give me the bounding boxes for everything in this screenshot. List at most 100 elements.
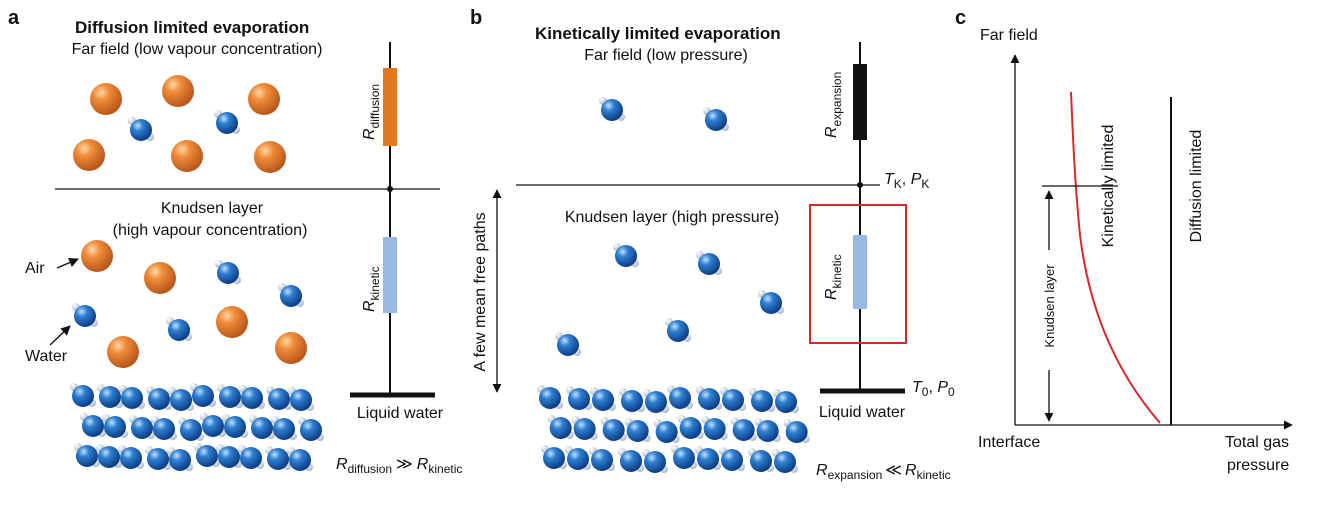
water-molecule	[168, 387, 194, 411]
kinetic-highlight-box	[809, 204, 907, 344]
water-molecule	[696, 386, 722, 410]
r-diffusion-label: Rdiffusion	[361, 84, 382, 140]
water-molecule	[720, 387, 746, 411]
water-molecule	[671, 445, 697, 469]
air-molecule	[171, 140, 203, 172]
panel-b-liquid-water-lattice	[537, 385, 810, 473]
water-molecule	[748, 448, 774, 472]
air-label: Air	[25, 260, 45, 277]
panel-a-liquid-water-lattice	[70, 383, 324, 471]
tk-pk-label: TK, PK	[884, 171, 929, 191]
r-kinetic-label-a: Rkinetic	[361, 266, 382, 312]
water-molecule	[589, 447, 615, 471]
water-molecule	[695, 446, 721, 470]
water-molecule	[216, 444, 242, 468]
panel-b-relation: Rexpansion≪Rkinetic	[816, 462, 951, 482]
panel-b-knudsen-molecules	[555, 243, 784, 356]
water-molecule	[80, 413, 106, 437]
water-molecule	[703, 107, 729, 131]
water-molecule	[70, 383, 96, 407]
water-molecule	[590, 387, 616, 411]
knudsen-label-background	[1040, 250, 1058, 368]
panel-a-liquid-label: Liquid water	[357, 405, 444, 422]
panel-b-title: Kinetically limited evaporation	[535, 24, 781, 43]
water-molecule	[772, 449, 798, 473]
panel-a-knudsen-molecules	[72, 240, 307, 368]
water-molecule	[566, 386, 592, 410]
water-molecule	[653, 419, 680, 443]
water-molecule	[239, 385, 265, 409]
kinetic-pressure-curve	[1070, 91, 1161, 424]
water-molecule	[719, 447, 745, 471]
water-molecule	[166, 317, 192, 341]
diffusion-resistor	[383, 68, 397, 146]
panel-a-knudsen-line1: Knudsen layer	[161, 200, 264, 217]
kinetic-resistor-b	[853, 235, 867, 309]
water-molecule	[537, 385, 563, 409]
water-molecule	[677, 415, 704, 439]
panel-c-x-origin-label: Interface	[978, 434, 1040, 451]
water-molecule	[547, 415, 574, 439]
water-molecule	[190, 383, 216, 407]
panel-c-y-label: Far field	[980, 27, 1038, 44]
water-molecule	[146, 386, 172, 410]
r-expansion-label: Rexpansion	[823, 72, 844, 138]
water-molecule	[74, 443, 100, 467]
water-molecule	[773, 389, 799, 413]
water-pointer-arrow	[49, 325, 71, 346]
panel-a-relation: Rdiffusion≫Rkinetic	[336, 456, 462, 476]
water-molecule	[571, 416, 598, 440]
kinetic-regime-label: Kinetically limited	[1100, 125, 1117, 248]
panel-a-knudsen-line2: (high vapour concentration)	[113, 222, 308, 239]
expansion-resistor	[853, 64, 867, 140]
water-molecule	[266, 386, 292, 410]
water-label: Water	[25, 348, 68, 365]
water-molecule	[119, 385, 145, 409]
air-molecule	[73, 139, 105, 171]
water-molecule	[642, 449, 668, 473]
air-molecule	[144, 262, 176, 294]
water-molecule	[701, 416, 728, 440]
water-molecule	[749, 388, 775, 412]
mean-free-paths-label: A few mean free paths	[472, 212, 489, 371]
water-molecule	[96, 444, 122, 468]
water-molecule	[600, 417, 627, 441]
water-molecule	[128, 117, 154, 141]
water-molecule	[783, 419, 810, 443]
water-molecule	[613, 243, 639, 267]
water-molecule	[265, 446, 291, 470]
water-molecule	[151, 416, 177, 440]
water-molecule	[249, 415, 275, 439]
water-molecule	[730, 417, 757, 441]
air-pointer-arrow	[56, 257, 79, 269]
water-molecule	[599, 97, 625, 121]
water-molecule	[238, 445, 264, 469]
water-molecule	[555, 332, 581, 356]
water-molecule	[696, 251, 722, 275]
water-molecule	[278, 283, 304, 307]
air-molecule	[107, 336, 139, 368]
panel-a-far-field-molecules	[73, 75, 286, 173]
panel-b-liquid-label: Liquid water	[819, 404, 906, 421]
diffusion-regime-label: Diffusion limited	[1188, 130, 1205, 243]
water-molecule	[200, 413, 226, 437]
panel-b-far-field: Far field (low pressure)	[584, 47, 748, 64]
water-molecule	[758, 290, 784, 314]
panel-c-x-label-line1: Total gas	[1225, 434, 1289, 451]
panel-a: a Diffusion limited evaporation Far fiel…	[8, 7, 462, 476]
water-molecule	[129, 415, 155, 439]
water-molecule	[194, 443, 220, 467]
panel-a-letter: a	[8, 7, 20, 29]
water-molecule	[217, 384, 243, 408]
water-molecule	[298, 417, 324, 441]
water-molecule	[754, 418, 781, 442]
water-molecule	[145, 446, 171, 470]
water-molecule	[167, 447, 193, 471]
water-molecule	[214, 110, 240, 134]
t0-p0-label: T0, P0	[912, 379, 955, 399]
water-molecule	[178, 417, 204, 441]
panel-b-letter: b	[470, 7, 482, 29]
panel-c-x-label-line2: pressure	[1227, 457, 1289, 474]
water-molecule	[541, 445, 567, 469]
